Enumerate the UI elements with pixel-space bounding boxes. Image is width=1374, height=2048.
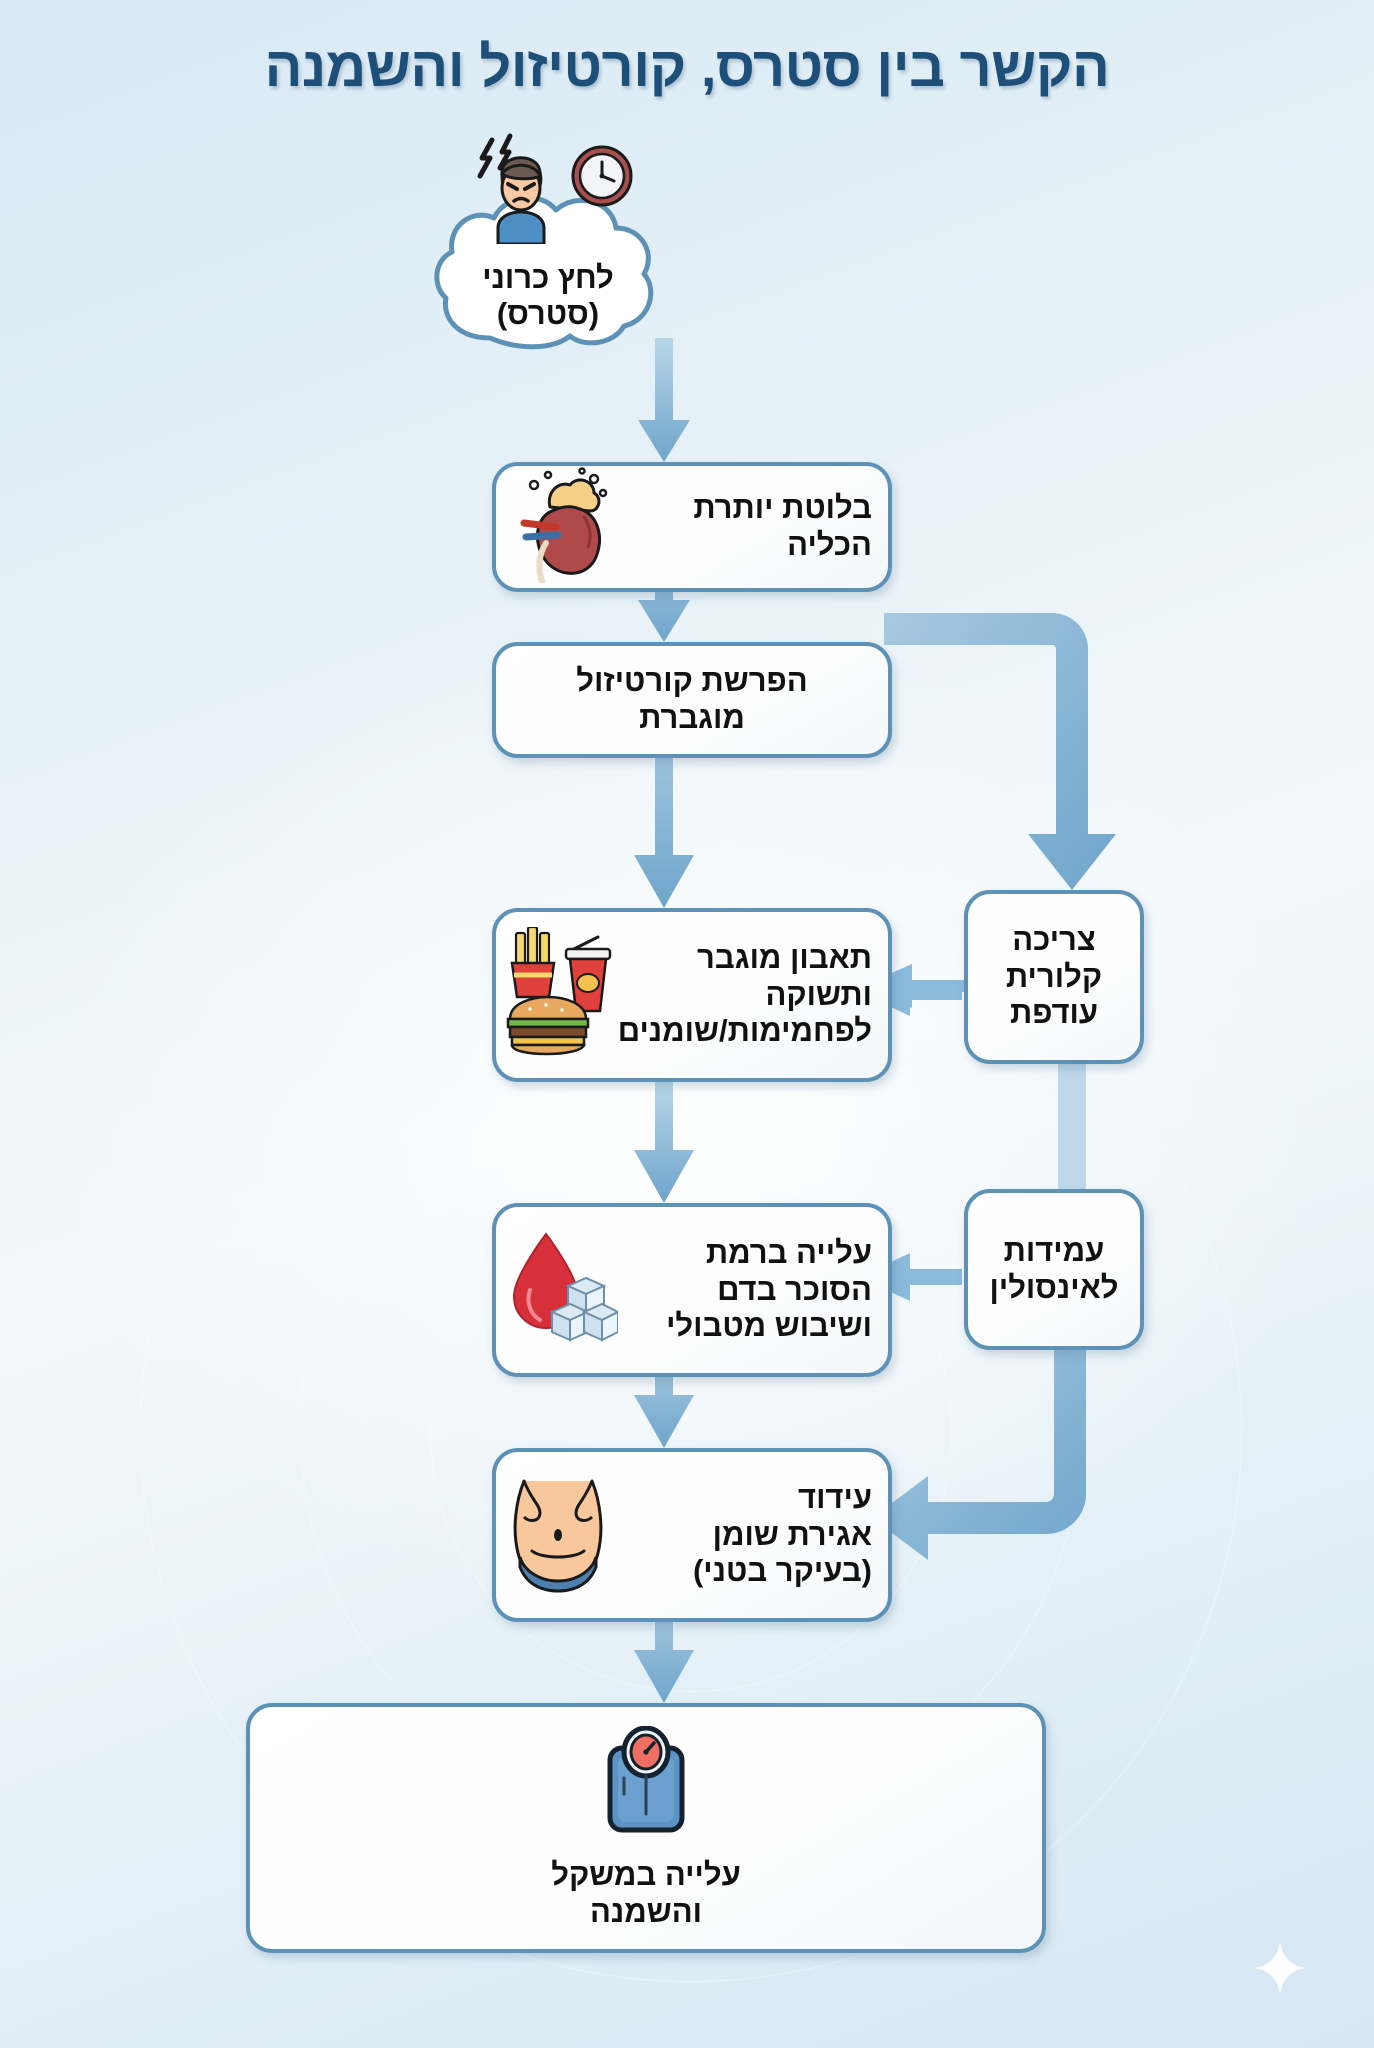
node-calories[interactable]: צריכה קלורית עודפת [964, 890, 1144, 1064]
node-cortisol[interactable]: הפרשת קורטיזול מוגברת [492, 642, 892, 758]
node-appetite[interactable]: תאבון מוגבר ותשוקה לפחמימות/שומנים [492, 908, 892, 1082]
node-stress-label: לחץ כרוני (סטרס) [482, 260, 614, 331]
kidney-adrenal-gland-icon [506, 466, 616, 588]
edge-appetite-to-bloodsugar [634, 1082, 694, 1203]
edge-calories-to-insulin [1058, 1064, 1086, 1189]
page-title: הקשר בין סטרס, קורטיזול והשמנה [264, 35, 1110, 98]
node-bloodsugar[interactable]: עלייה ברמת הסוכר בדם ושיבוש מטבולי [492, 1203, 892, 1377]
edge-stress-to-adrenal [638, 338, 690, 462]
fast-food-icon [502, 925, 618, 1064]
bathroom-scale-icon [596, 1725, 696, 1843]
node-weightgain[interactable]: עלייה במשקל והשמנה [246, 1703, 1046, 1953]
node-insulin[interactable]: עמידות לאינסולין [964, 1189, 1144, 1350]
node-appetite-label: תאבון מוגבר ותשוקה לפחמימות/שומנים [617, 940, 872, 1049]
belly-fat-icon [506, 1471, 610, 1600]
blood-drop-sugar-cubes-icon [506, 1228, 621, 1353]
node-cortisol-label: הפרשת קורטיזול מוגברת [576, 663, 808, 735]
node-stress[interactable]: לחץ כרוני (סטרס) [428, 186, 668, 350]
sparkle-icon [1252, 1940, 1308, 1996]
edge-cortisol-to-calories [884, 613, 1116, 890]
node-adrenal[interactable]: בלוטת יותרת הכליה [492, 462, 892, 592]
node-bloodsugar-label: עלייה ברמת הסוכר בדם ושיבוש מטבולי [666, 1235, 872, 1344]
node-weightgain-label: עלייה במשקל והשמנה [551, 1856, 741, 1929]
node-adrenal-label: בלוטת יותרת הכליה [693, 490, 872, 562]
node-calories-label: צריכה קלורית עודפת [1005, 922, 1103, 1031]
edge-insulin-to-fatstorage [872, 1350, 1086, 1560]
node-fatstorage-label: עידוד אגירת שומן (בעיקר בטני) [692, 1480, 872, 1589]
node-insulin-label: עמידות לאינסולין [989, 1232, 1119, 1305]
stressed-person-with-clock-icon [462, 132, 642, 246]
node-fatstorage[interactable]: עידוד אגירת שומן (בעיקר בטני) [492, 1448, 892, 1622]
